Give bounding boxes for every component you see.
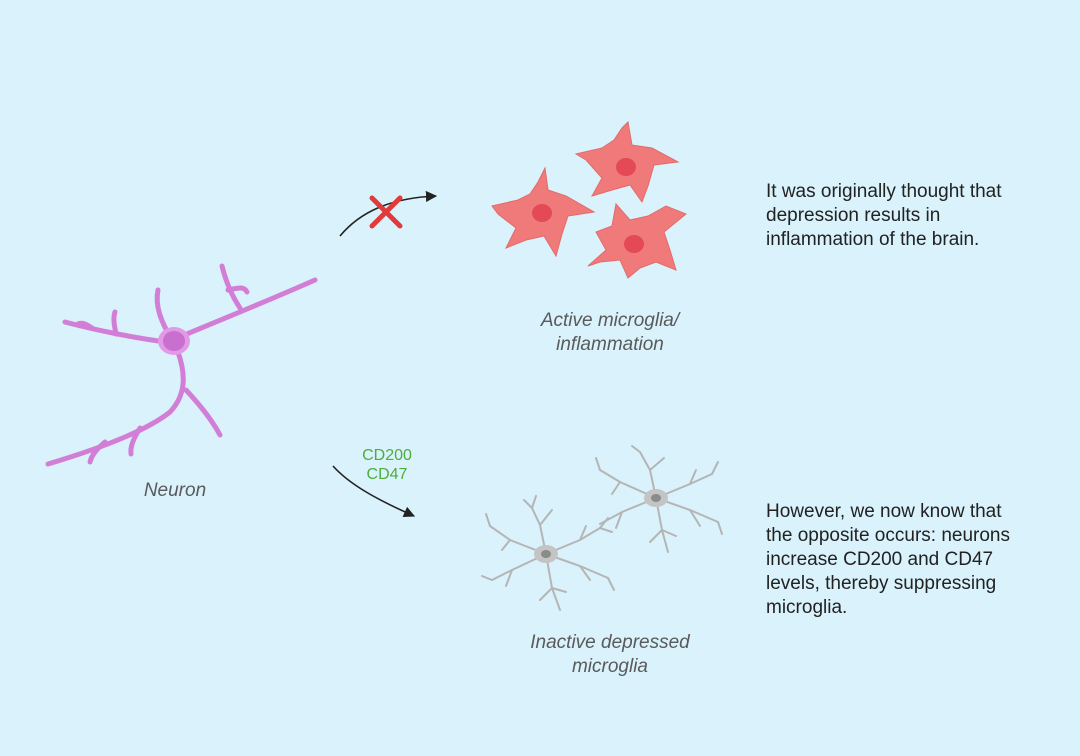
red-x-icon	[369, 195, 403, 229]
active-microglia-cell	[587, 202, 687, 279]
active-microglia-caption: Active microglia/ inflammation	[540, 310, 680, 355]
active-microglia-cell	[574, 120, 680, 204]
top-explanation: It was originally thought that depressio…	[766, 181, 1002, 250]
signal-molecules: CD200 CD47	[362, 447, 412, 483]
signal-arrow	[332, 465, 416, 518]
neuron-cell	[45, 263, 318, 467]
inactive-microglia-group	[481, 445, 723, 611]
blocked-arrow	[339, 190, 438, 237]
inactive-microglia-cell	[481, 495, 615, 611]
inactive-microglia-caption: Inactive depressed microglia	[530, 632, 690, 677]
active-microglia-cell	[491, 166, 596, 258]
neuron-label: Neuron	[143, 480, 207, 501]
inactive-microglia-cell	[595, 445, 723, 553]
bottom-explanation: However, we now know that the opposite o…	[766, 501, 1010, 618]
active-microglia-group	[491, 120, 687, 279]
